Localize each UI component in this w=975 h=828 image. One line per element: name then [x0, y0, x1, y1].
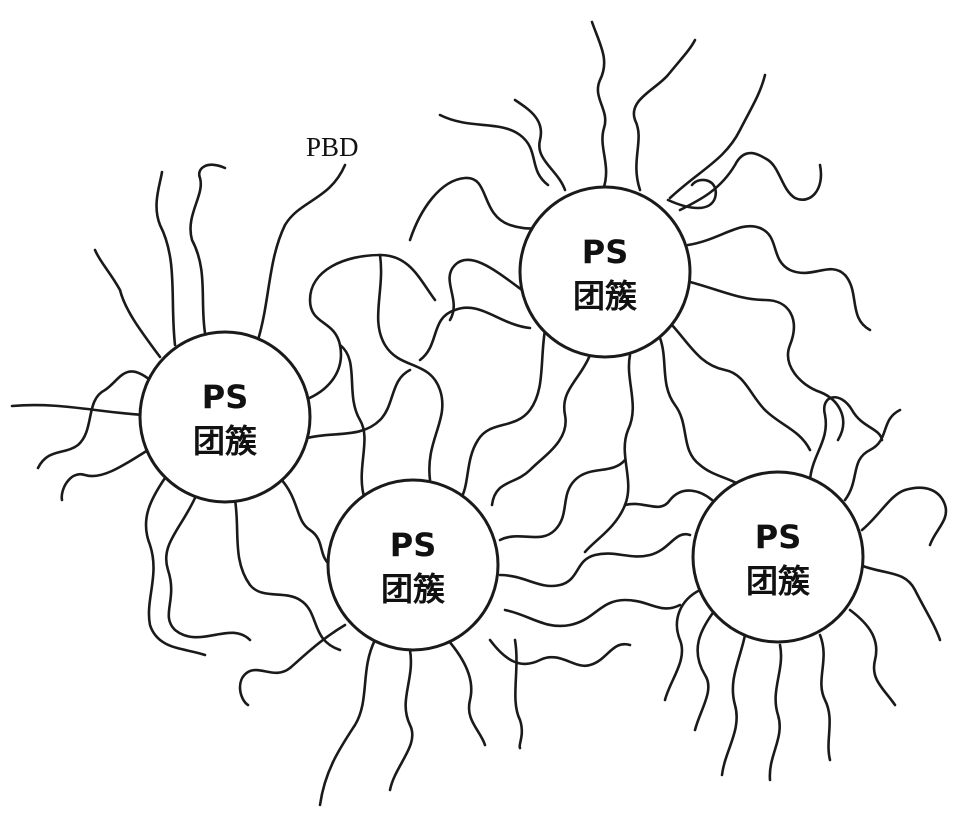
- pbd-chain: [60, 448, 150, 502]
- pbd-chain: [686, 224, 872, 332]
- pbd-chain: [663, 588, 702, 702]
- ps-cluster-1: PS 团簇: [138, 330, 312, 504]
- pbd-chain: [298, 368, 412, 442]
- pbd-chain: [632, 38, 697, 192]
- pbd-chain: [678, 151, 823, 212]
- pbd-chain: [848, 608, 897, 707]
- pbd-chain: [144, 476, 207, 657]
- cluster-label-line2: 团簇: [573, 277, 638, 315]
- pbd-chain: [448, 258, 524, 322]
- pbd-chain: [10, 403, 147, 417]
- pbd-chain: [488, 638, 632, 668]
- pbd-chain: [808, 395, 884, 482]
- pbd-chain: [36, 370, 152, 470]
- pbd-chain: [164, 496, 252, 642]
- ps-cluster-3: PS 团簇: [326, 478, 500, 652]
- pbd-chain: [388, 648, 414, 792]
- pbd-chain: [688, 280, 845, 442]
- ps-cluster-4: PS 团簇: [691, 470, 865, 644]
- pbd-chain: [670, 323, 812, 452]
- pbd-chain: [768, 643, 783, 782]
- pbd-chain: [155, 170, 177, 347]
- pbd-chain: [233, 498, 342, 652]
- pbd-chain: [418, 306, 532, 362]
- pbd-chain: [720, 633, 747, 777]
- pbd-chain-label: PBD: [306, 132, 359, 162]
- cluster-circle: [518, 185, 692, 359]
- pbd-chain: [256, 163, 347, 342]
- pbd-chain: [446, 638, 487, 747]
- cluster-circle: [138, 330, 312, 504]
- pbd-chain: [303, 253, 437, 402]
- pbd-chain: [189, 163, 227, 335]
- pbd-chain: [693, 608, 717, 732]
- cluster-label-line1: PS: [202, 378, 249, 416]
- ps-clusters: PS 团簇 PS 团簇 PS 团簇 PS 团簇: [138, 185, 865, 652]
- pbd-chain: [666, 178, 718, 210]
- ps-cluster-2: PS 团簇: [518, 185, 692, 359]
- pbd-chain: [458, 328, 547, 502]
- cluster-label-line2: 团簇: [746, 562, 811, 600]
- pbd-chain: [238, 623, 347, 707]
- pbd-chain: [583, 353, 635, 554]
- pbd-chain: [338, 343, 367, 502]
- pbd-chain: [623, 489, 714, 509]
- pbd-chain: [498, 458, 627, 542]
- pbd-chain: [818, 633, 832, 762]
- pbd-chain-network: [10, 20, 948, 807]
- pbd-chain: [503, 598, 682, 628]
- pbd-chain: [590, 20, 608, 192]
- pbd-chain: [843, 408, 902, 502]
- pbd-chain: [658, 336, 747, 492]
- pbd-chain: [668, 73, 767, 200]
- pbd-chain: [376, 253, 444, 482]
- cluster-circle: [691, 470, 865, 644]
- cluster-label-line2: 团簇: [193, 422, 258, 460]
- pbd-chain: [498, 532, 692, 588]
- pbd-chain: [513, 98, 567, 192]
- cluster-label-line1: PS: [390, 526, 437, 564]
- pbd-chain: [858, 563, 942, 642]
- pbd-chain: [490, 353, 592, 507]
- cluster-label-line2: 团簇: [381, 570, 446, 608]
- pbd-chain: [860, 486, 948, 547]
- cluster-label-line1: PS: [755, 518, 802, 556]
- pbd-chain: [513, 638, 524, 750]
- cluster-label-line1: PS: [582, 233, 629, 271]
- pbd-chain: [93, 248, 162, 359]
- cluster-circle: [326, 478, 500, 652]
- pbd-chain: [438, 113, 550, 187]
- pbd-chain: [318, 638, 377, 807]
- pbd-chain: [278, 476, 332, 567]
